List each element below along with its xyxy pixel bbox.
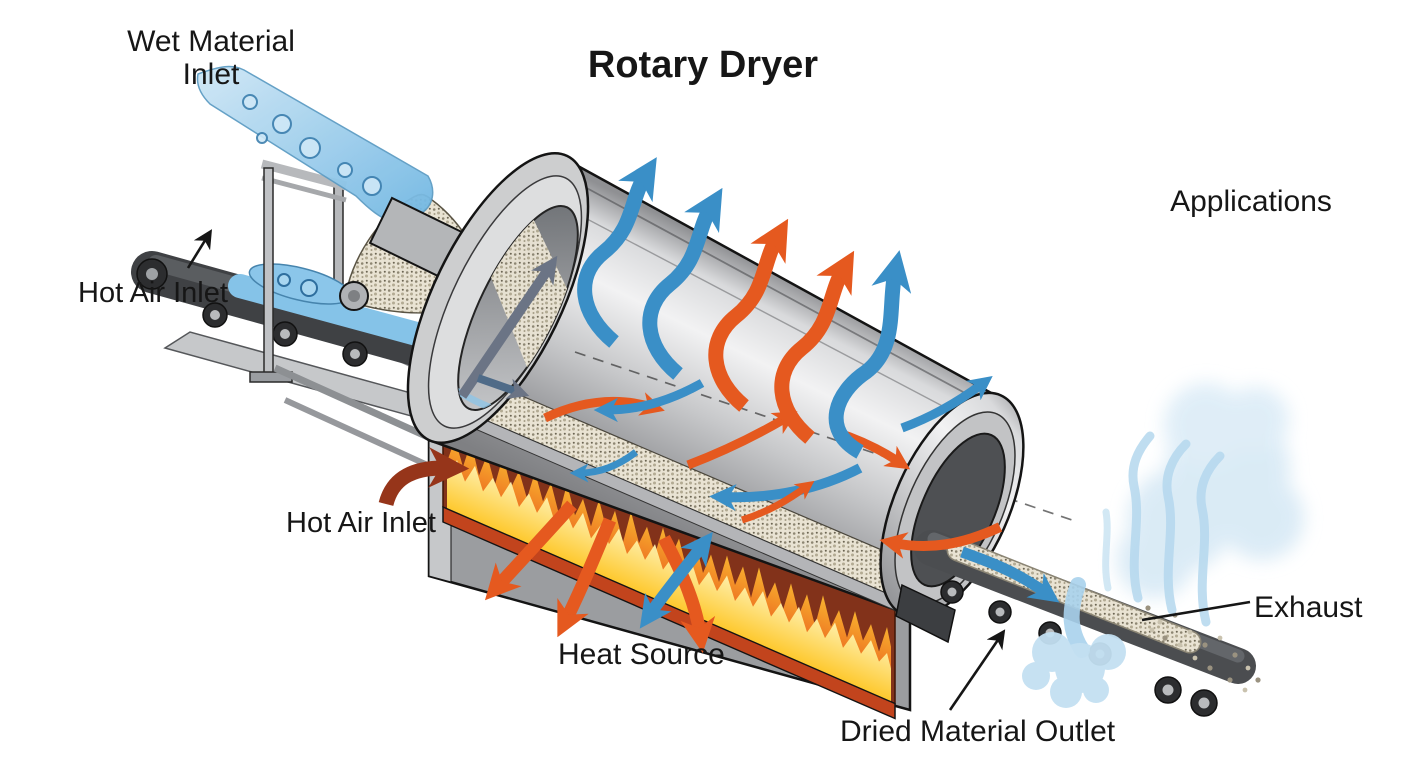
hot-air-down-arrow xyxy=(484,500,577,601)
hot-air-flow-arrow xyxy=(686,411,798,470)
label-wet-material-inlet-line1: Wet Material xyxy=(127,25,295,58)
hot-air-flow-arrow xyxy=(740,480,815,524)
label-heat-source: Heat Source xyxy=(558,638,725,671)
heat-source-arrow xyxy=(639,531,713,629)
dried-material-scatter xyxy=(1145,605,1261,693)
discharge-chute xyxy=(895,583,956,644)
material-flow-arrow xyxy=(960,546,1060,603)
label-dried-material-outlet: Dried Material Outlet xyxy=(840,715,1116,748)
hot-air-arrow xyxy=(708,218,789,412)
label-hot-air-inlet-firebox: Hot Air Inlet xyxy=(286,507,436,539)
hot-air-inlet-leader-arrow xyxy=(186,229,212,269)
exhaust-wisps xyxy=(1102,431,1225,627)
hot-air-inlet-arrow xyxy=(378,447,470,507)
hot-air-down-arrow xyxy=(557,517,616,638)
label-hot-air-inlet-conveyor: Hot Air Inlet xyxy=(78,277,228,309)
rotation-arrow xyxy=(457,255,558,399)
hot-air-arrow xyxy=(774,250,855,444)
vapor-flow-arrow xyxy=(593,379,705,423)
label-exhaust: Exhaust xyxy=(1254,591,1363,624)
dried-material-leader-arrow xyxy=(948,629,1006,711)
firebox-arrows xyxy=(378,447,716,654)
leader-lines xyxy=(186,229,1251,711)
rising-arrows xyxy=(577,157,912,459)
water-splash xyxy=(1022,632,1126,708)
page-title: Rotary Dryer xyxy=(588,44,818,86)
rotation-arrow-small xyxy=(476,374,530,399)
outlet-conveyor xyxy=(914,530,1261,717)
applications-heading: Applications xyxy=(1170,185,1332,218)
vapor-arrow xyxy=(642,187,723,380)
label-wet-material-inlet-line2: Inlet xyxy=(183,58,240,91)
vapor-flow-arrow xyxy=(569,449,639,483)
vapor-flow-arrow xyxy=(900,375,993,433)
exhaust-leader-line xyxy=(1141,600,1251,622)
vapor-arrow xyxy=(828,250,912,459)
hot-air-flow-arrow xyxy=(879,522,1003,559)
vapor-arrow xyxy=(577,157,657,348)
